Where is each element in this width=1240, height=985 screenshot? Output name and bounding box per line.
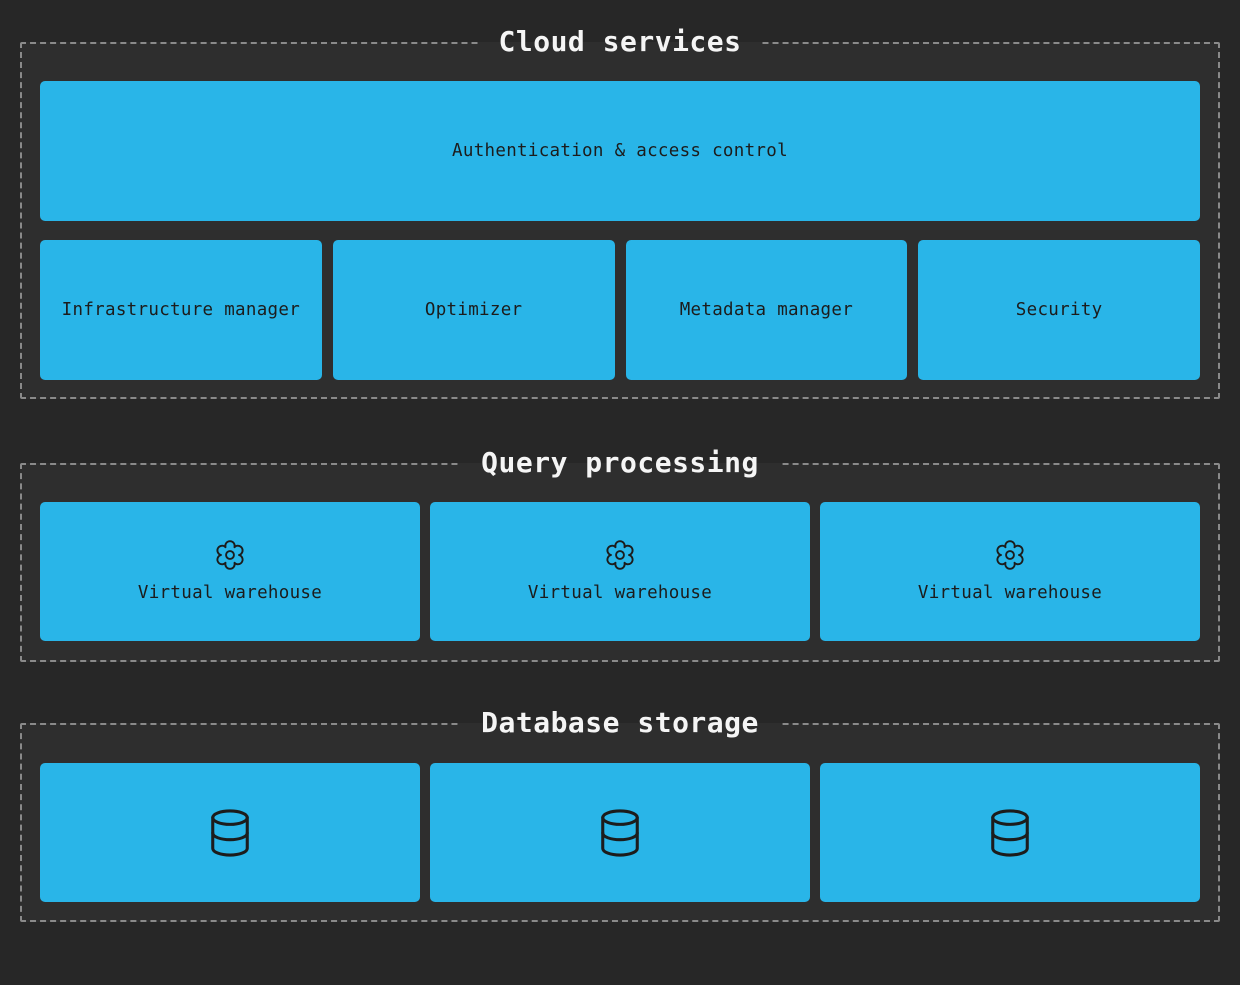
database-box	[40, 763, 420, 902]
virtual-warehouse-box: Virtual warehouse	[820, 502, 1200, 641]
virtual-warehouse-label: Virtual warehouse	[527, 583, 713, 603]
virtual-warehouse-box: Virtual warehouse	[430, 502, 810, 641]
database-box	[430, 763, 810, 902]
database-storage-row	[40, 763, 1200, 902]
infrastructure-manager-label: Infrastructure manager	[61, 300, 301, 320]
metadata-manager-label: Metadata manager	[679, 300, 854, 320]
section-cloud-services: Cloud services Authentication & access c…	[20, 25, 1220, 399]
auth-access-control-box: Authentication & access control	[40, 81, 1200, 221]
auth-access-control-label: Authentication & access control	[452, 141, 788, 161]
query-processing-row: Virtual warehouse Virtual warehouse	[40, 502, 1200, 641]
database-icon	[597, 808, 643, 858]
section-title-query-processing: Query processing	[461, 446, 779, 480]
security-box: Security	[918, 240, 1200, 380]
virtual-warehouse-box: Virtual warehouse	[40, 502, 420, 641]
metadata-manager-box: Metadata manager	[625, 240, 908, 380]
cloud-services-row: Infrastructure manager Optimizer Metadat…	[40, 240, 1200, 380]
infrastructure-manager-box: Infrastructure manager	[40, 240, 322, 380]
architecture-diagram: Cloud services Authentication & access c…	[0, 25, 1240, 985]
database-icon	[207, 808, 253, 858]
virtual-warehouse-label: Virtual warehouse	[137, 583, 323, 603]
virtual-warehouse-label: Virtual warehouse	[917, 583, 1103, 603]
optimizer-label: Optimizer	[424, 300, 523, 320]
gear-icon	[995, 540, 1025, 570]
section-title-cloud-services: Cloud services	[478, 25, 762, 59]
database-icon	[987, 808, 1033, 858]
section-query-processing: Query processing Virtual warehouse	[20, 446, 1220, 662]
gear-icon	[605, 540, 635, 570]
section-database-storage: Database storage	[20, 706, 1220, 922]
optimizer-box: Optimizer	[332, 240, 615, 380]
security-label: Security	[1015, 300, 1103, 320]
section-title-database-storage: Database storage	[461, 706, 779, 740]
gear-icon	[215, 540, 245, 570]
database-box	[820, 763, 1200, 902]
